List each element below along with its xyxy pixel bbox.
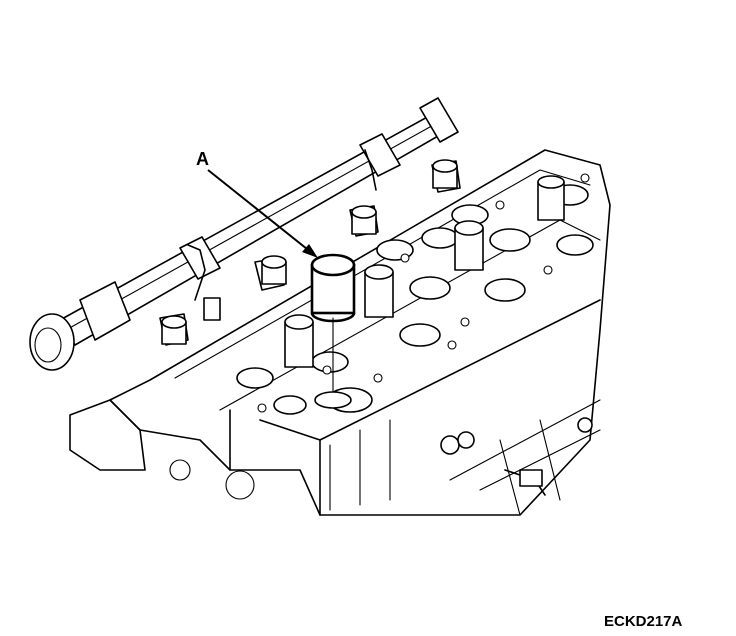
callout-arrow — [207, 169, 318, 258]
figure-code: ECKD217A — [604, 613, 683, 630]
valve-lifter-a — [310, 253, 356, 409]
callout-label-a: A — [196, 149, 209, 169]
valve-stems — [161, 159, 565, 368]
camshaft — [29, 97, 461, 371]
cylinder-head — [69, 149, 611, 516]
deck-bolts — [257, 173, 590, 413]
